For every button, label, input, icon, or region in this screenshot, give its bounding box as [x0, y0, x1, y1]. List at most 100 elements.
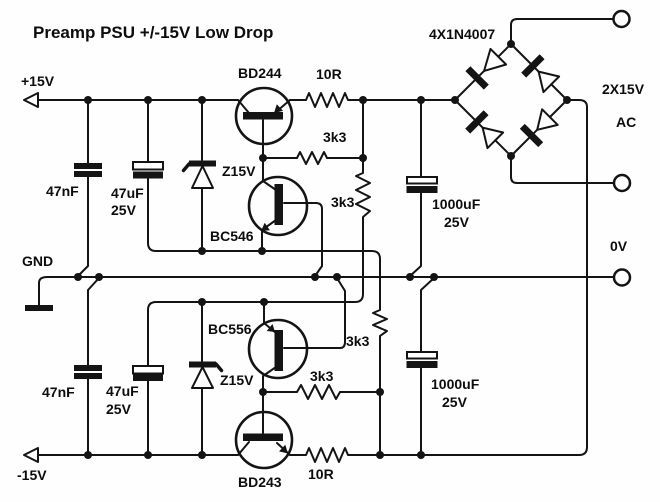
- label-10r-bottom: 10R: [308, 466, 334, 482]
- label-bd244: BD244: [238, 65, 282, 81]
- label-47nf-bottom: 47nF: [42, 384, 75, 400]
- cap-plate-negative: [406, 186, 438, 193]
- bd244-emitter-arrow-icon: [274, 104, 283, 113]
- diode-anode-triangle: [481, 126, 505, 150]
- cap-47nf-top: [74, 163, 102, 177]
- label-47uf-top-voltage: 25V: [111, 202, 137, 218]
- bd244-body: [234, 86, 294, 146]
- bd243-base-bar: [243, 433, 283, 441]
- label-47uf-bottom: 47uF: [106, 383, 139, 399]
- zener-bottom-anode-triangle: [191, 366, 214, 389]
- pos-rail-arrow-icon: [23, 92, 39, 108]
- diode-cathode-bar: [465, 110, 489, 134]
- label-47uf-top: 47uF: [111, 185, 144, 201]
- zener-bottom-tick: [214, 362, 224, 373]
- terminal-ac1: [612, 9, 631, 29]
- bd244-base-bar: [243, 112, 283, 120]
- transistor-bc556: [247, 318, 309, 380]
- bridge-rectifier: [465, 47, 561, 150]
- diode-cathode-bar: [519, 123, 544, 148]
- rail-arrows: [23, 92, 39, 463]
- neg-rail-arrow-icon: [23, 447, 39, 463]
- bd243-body: [234, 410, 294, 470]
- wire-raw-neg-10r: [289, 99, 588, 463]
- wire-47nf-bottom-leads: [87, 277, 100, 456]
- cap-plate-negative: [133, 374, 163, 381]
- label-zener-bottom: Z15V: [220, 372, 254, 388]
- wire-raw-pos-10r: [289, 92, 456, 108]
- schematic-title: Preamp PSU +/-15V Low Drop: [33, 23, 273, 42]
- zener-top-anode-triangle: [191, 165, 214, 189]
- terminal-0v: [612, 268, 632, 287]
- diode-anode-triangle: [536, 108, 559, 131]
- wire-ac1: [510, 18, 614, 45]
- label-3k3-vert-bottom: 3k3: [346, 333, 370, 349]
- cap-plate-positive: [406, 176, 438, 185]
- wire-1000uf-top-leads: [409, 99, 422, 277]
- wire-ac2: [510, 155, 614, 184]
- cap-plate-positive: [132, 161, 164, 171]
- junction-dots: [74, 40, 571, 459]
- label-bridge: 4X1N4007: [429, 26, 495, 42]
- cap-plate-positive: [406, 351, 438, 360]
- cap-plate-negative: [133, 171, 163, 179]
- bc546-body: [247, 175, 309, 237]
- transistor-bc546: [247, 175, 309, 237]
- label-ac: AC: [616, 114, 636, 130]
- wire-3k3-base-top: [262, 151, 364, 165]
- wire-3k3-base-bottom: [262, 384, 381, 400]
- label-xfmr: 2X15V: [602, 81, 645, 97]
- wire-nodeA-3k3-vert-bottom: [147, 177, 388, 456]
- diode-cathode-bar: [465, 66, 489, 90]
- label-47uf-bottom-voltage: 25V: [106, 401, 132, 417]
- bd243-emitter-arrow-icon: [279, 444, 288, 454]
- terminal-ac2: [612, 173, 632, 193]
- cap-47nf-bottom: [74, 365, 102, 379]
- label-gnd: GND: [22, 253, 53, 269]
- wire-1000uf-bottom-leads: [420, 277, 435, 456]
- terminals: [612, 9, 632, 287]
- labels: Preamp PSU +/-15V Low Drop +15V BD244 10…: [17, 23, 645, 490]
- transistor-bd243: [234, 410, 294, 470]
- label-0v: 0V: [610, 238, 628, 254]
- wire-bridge-diamond: [454, 43, 568, 157]
- label-bc556: BC556: [208, 321, 252, 337]
- diode-cathode-bar: [521, 54, 545, 78]
- wire-3k3-vert-top-nodeB: [147, 99, 371, 367]
- bc556-body: [247, 318, 309, 380]
- zener-bottom: [189, 361, 224, 389]
- wire-bc546-base: [283, 202, 323, 277]
- label-10r-top: 10R: [316, 66, 342, 82]
- label-1000uf-top-voltage: 25V: [444, 214, 470, 230]
- label-1000uf-bottom-voltage: 25V: [442, 394, 468, 410]
- bc546-base-bar: [274, 184, 283, 225]
- label-3k3-vert-top: 3k3: [331, 194, 355, 210]
- label-bc546: BC546: [210, 228, 254, 244]
- label-3k3-base-top: 3k3: [323, 129, 347, 145]
- wire-bc556-collector: [262, 366, 277, 393]
- wire-gnd-rail: [38, 276, 615, 306]
- bc546-emitter-arrow-icon: [261, 222, 270, 231]
- cap-plate-positive: [132, 365, 164, 375]
- label-1000uf-top: 1000uF: [432, 196, 481, 212]
- cap-1000uf-top: [406, 176, 438, 193]
- label-3k3-base-bottom: 3k3: [310, 368, 334, 384]
- label-neg-rail: -15V: [17, 467, 47, 483]
- diode-anode-triangle: [537, 70, 561, 94]
- diode-anode-triangle: [483, 47, 508, 72]
- zener-top: [181, 160, 216, 189]
- wire-47nf-top-leads: [77, 99, 89, 277]
- label-bd243: BD243: [238, 474, 282, 490]
- zener-top-tick: [181, 162, 191, 173]
- bc556-emitter-arrow-icon: [266, 324, 275, 332]
- cap-47uf-top: [132, 161, 164, 179]
- label-1000uf-bottom: 1000uF: [431, 376, 480, 392]
- cap-47uf-bottom: [132, 365, 164, 381]
- label-pos-rail: +15V: [21, 73, 55, 89]
- cap-1000uf-bottom: [406, 351, 438, 368]
- cap-plate-negative: [406, 361, 438, 368]
- wire-bc556-base: [283, 277, 346, 349]
- label-47nf-top: 47nF: [46, 183, 79, 199]
